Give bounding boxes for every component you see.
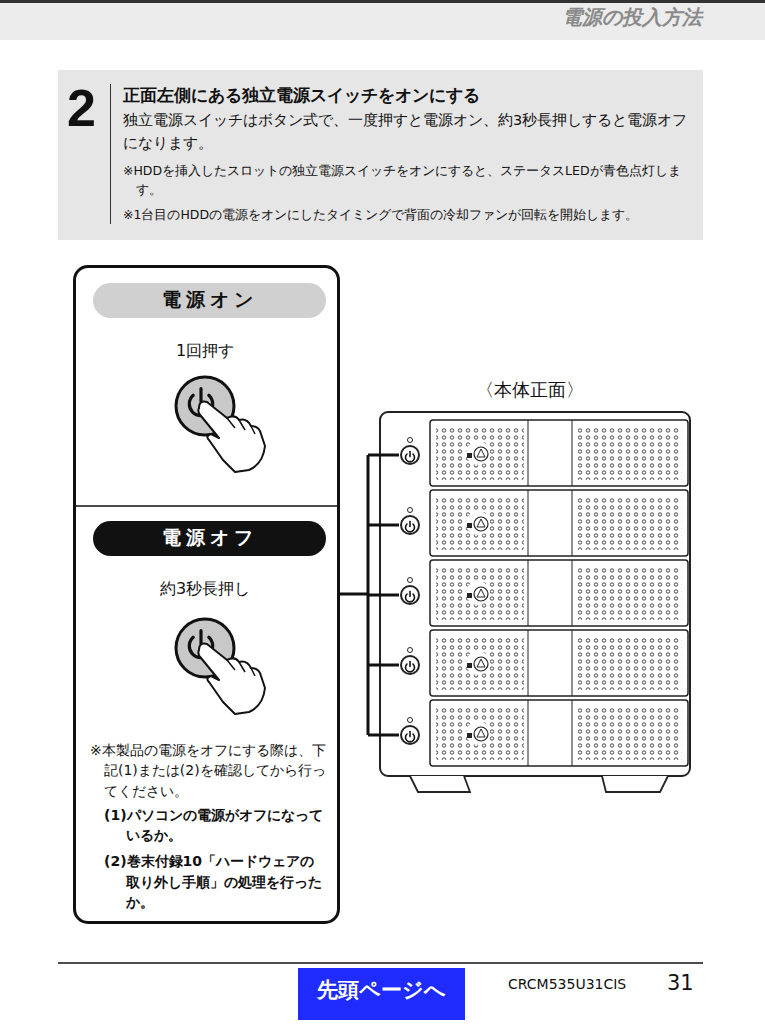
note-column: ※本製品の電源をオフにする際は、下記(1)または(2)を確認してから行ってくださ… (90, 740, 326, 912)
step-note: ※1台目のHDDの電源をオンにしたタイミングで背面の冷却ファンが回転を開始します… (123, 206, 689, 225)
section-header: 電源の投入方法 (562, 4, 702, 30)
drive-bay (401, 700, 688, 766)
action-label: 約3秒長押し (160, 579, 250, 600)
step-body: 独立電源スイッチはボタン式で、一度押すと電源オン、約3秒長押しすると電源オフにな… (123, 109, 689, 154)
drive-bay (401, 490, 688, 556)
step-note: ※HDDを挿入したスロットの独立電源スイッチをオンにすると、ステータスLEDが青… (123, 162, 689, 200)
drive-bay (401, 630, 688, 696)
power-button-icon (176, 619, 265, 714)
leader-lines (340, 455, 399, 735)
power-on-pill: 電源オン (93, 283, 326, 318)
caution-note: ※本製品の電源をオフにする際は、下記(1)または(2)を確認してから行ってくださ… (90, 740, 326, 801)
view-label: 〈本体正面〉 (476, 378, 584, 401)
power-off-pill: 電源オフ (93, 521, 326, 556)
drive-bay (401, 420, 688, 486)
top-page-button: 先頭ページへ (298, 968, 465, 1020)
page-number: 31 (667, 970, 694, 997)
model-number: CRCM535U31CIS (508, 975, 626, 993)
action-label: 1回押す (176, 341, 234, 362)
step-panel: 2 正面左側にある独立電源スイッチをオンにする独立電源スイッチはボタン式で、一度押… (58, 70, 703, 240)
header-rule (0, 0, 765, 3)
step-number: 2 (67, 82, 96, 134)
check-item: (2)巻末付録10「ハードウェアの取り外し手順」の処理を行ったか。 (104, 851, 326, 912)
step-column: 2正面左側にある独立電源スイッチをオンにする独立電源スイッチはボタン式で、一度押… (110, 84, 689, 224)
drive-bay (401, 560, 688, 626)
step-title: 正面左側にある独立電源スイッチをオンにする (123, 84, 689, 106)
pill-heading: 電源オフ (101, 525, 318, 550)
button-label: 先頭ページへ (304, 977, 459, 1004)
pill-heading: 電源オン (101, 287, 318, 312)
power-button-icon (176, 377, 265, 472)
header-band (0, 0, 765, 40)
check-item: (1)パソコンの電源がオフになっているか。 (104, 805, 326, 846)
panel-divider (74, 505, 339, 507)
footer-rule (58, 962, 703, 964)
enclosure-drawing (380, 412, 690, 792)
